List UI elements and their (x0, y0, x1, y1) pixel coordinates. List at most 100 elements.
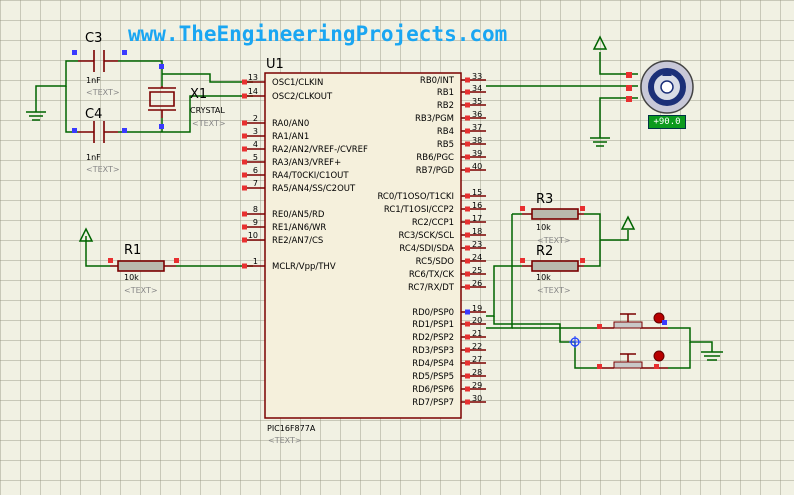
mcu-pin-number: 34 (472, 84, 482, 93)
button-wires (493, 316, 713, 369)
mcu-pin-number: 40 (472, 162, 482, 171)
mcu-pin-number: 38 (472, 136, 482, 145)
r3-value: 10k (536, 223, 551, 232)
mcu-pin-label: RC1/T1OSI/CCP2 (384, 205, 454, 215)
mcu-pin-number: 27 (472, 355, 482, 364)
mcu-pin-23[interactable]: 23 RC4/SDI/SDA (399, 240, 486, 254)
mcu-pin-label: RD5/PSP5 (412, 372, 454, 382)
mcu-pin-number: 28 (472, 368, 482, 377)
mcu-pin-label: RB0/INT (420, 76, 455, 86)
mcu-pin-number: 37 (472, 123, 482, 132)
c3-ref: C3 (85, 31, 102, 46)
oscillator-wires (35, 60, 253, 133)
mcu-pin-label: RE2/AN7/CS (272, 236, 323, 246)
power-arrow-pullup (620, 215, 636, 230)
mcu-pin-label: RD4/PSP4 (412, 359, 454, 369)
mcu-pin-28[interactable]: 28 RD5/PSP5 (412, 368, 486, 382)
mcu-pin-number: 33 (472, 72, 482, 81)
mcu-pin-number: 22 (472, 342, 482, 351)
mcu-pin-label: RB1 (437, 88, 454, 98)
mcu-pin-label: RC7/RX/DT (408, 283, 455, 293)
mcu-pin-number: 14 (248, 87, 258, 96)
mcu-pin-38[interactable]: 38 RB5 (437, 136, 486, 150)
mcu-pin-number: 8 (253, 205, 258, 214)
mcu-pin-label: RC5/SDO (416, 257, 455, 267)
mcu-pin-label: RE1/AN6/WR (272, 223, 326, 233)
mcu-pin-label: RD7/PSP7 (412, 398, 454, 408)
mcu-pin-number: 23 (472, 240, 482, 249)
mcu-pin-number: 26 (472, 279, 482, 288)
r2-text: <TEXT> (537, 286, 571, 295)
mcu-pin-number: 25 (472, 266, 482, 275)
mcu-pin-number: 30 (472, 394, 482, 403)
mcu-pin-33[interactable]: 33 RB0/INT (420, 72, 486, 86)
mcu-pin-label: RC4/SDI/SDA (399, 244, 454, 254)
mcu-pin-27[interactable]: 27 RD4/PSP4 (412, 355, 486, 369)
r1-text: <TEXT> (124, 286, 158, 295)
mcu-pin-label: RB6/PGC (416, 153, 454, 163)
capacitor-c3 (78, 50, 118, 72)
mcu-text: <TEXT> (268, 436, 302, 445)
mcu-pin-number: 13 (248, 73, 258, 82)
push-button-2[interactable] (597, 350, 668, 369)
servo-motor[interactable] (626, 60, 694, 114)
mcu-pin-34[interactable]: 34 RB1 (437, 84, 486, 98)
resistor-r3 (522, 208, 584, 220)
mcu-pin-label: RA5/AN4/SS/C2OUT (272, 184, 356, 194)
mcu-pin-number: 19 (472, 304, 482, 313)
mcu-pin-26[interactable]: 26 RC7/RX/DT (408, 279, 486, 293)
ground-symbol-buttons (701, 351, 723, 361)
mcu-pin-number: 2 (253, 114, 258, 123)
mcu-pin-label: RA0/AN0 (272, 119, 309, 129)
c3-value: 1nF (86, 76, 101, 85)
mcu-pin-label: RB2 (437, 101, 454, 111)
c4-text: <TEXT> (86, 165, 120, 174)
power-arrow-servo (592, 35, 608, 50)
mcu-pin-label: OSC2/CLKOUT (272, 92, 333, 102)
r3-text: <TEXT> (537, 236, 571, 245)
servo-wires (486, 52, 638, 138)
mcu-pin-number: 24 (472, 253, 482, 262)
mcu-pin-30[interactable]: 30 RD7/PSP7 (412, 394, 486, 408)
push-button-1[interactable] (597, 312, 668, 329)
mcu-pin-label: RB5 (437, 140, 454, 150)
mcu-pin-24[interactable]: 24 RC5/SDO (416, 253, 486, 267)
mcu-pin-number: 1 (253, 257, 258, 266)
capacitor-c4 (78, 121, 118, 143)
mcu-pin-label: RA1/AN1 (272, 132, 309, 142)
mcu-pin-number: 17 (472, 214, 482, 223)
watermark-url: www.TheEngineeringProjects.com (128, 22, 508, 46)
mcu-pin-label: RA3/AN3/VREF+ (272, 158, 341, 168)
